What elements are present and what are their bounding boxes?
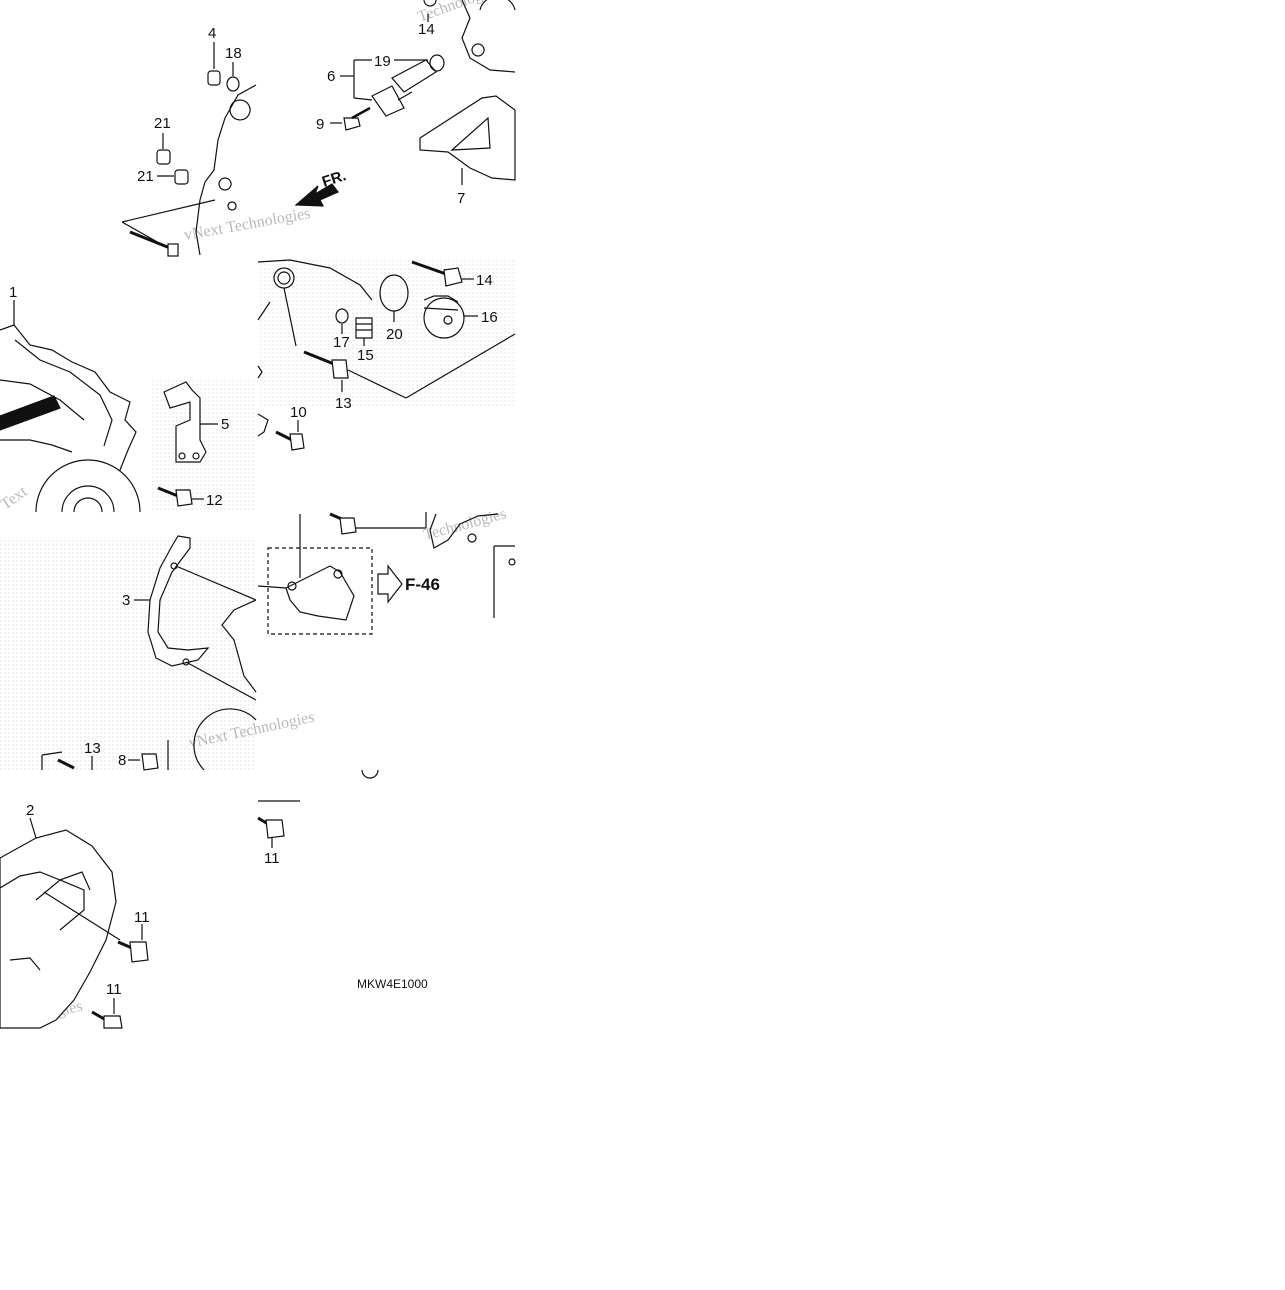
watermark: Text: [0, 483, 31, 513]
part-label-13: 13: [335, 395, 352, 412]
part-label-2: 2: [26, 802, 34, 819]
part-label-1: 1: [9, 284, 17, 301]
part-label-6: 6: [327, 68, 335, 85]
watermark: Technologies: [422, 505, 509, 543]
speed-sensor: [391, 59, 437, 93]
dotted-shading: [260, 258, 515, 408]
tile-top-right: [294, 0, 516, 207]
part-label-17: 17: [333, 334, 350, 351]
o-ring: [226, 76, 240, 92]
part-label-9: 9: [316, 116, 324, 133]
sealing-washer: [335, 308, 349, 324]
part-label-18: 18: [225, 45, 242, 62]
part-label-15: 15: [357, 347, 374, 364]
part-label-11: 11: [106, 981, 122, 998]
bracket: [163, 381, 207, 463]
o-ring: [429, 54, 445, 72]
drain-plug: [355, 317, 373, 339]
detail-box: [267, 547, 373, 635]
part-label-12: 12: [206, 492, 223, 509]
tile-top-left: [121, 42, 257, 257]
part-label-8: 8: [118, 752, 126, 769]
reference-arrow-icon: [377, 564, 403, 604]
front-marker: FR.: [320, 167, 348, 191]
part-label-21: 21: [154, 115, 171, 132]
part-label-16: 16: [481, 309, 498, 326]
part-label-14: 14: [476, 272, 493, 289]
dowel-pin: [156, 149, 171, 165]
part-label-11: 11: [134, 909, 150, 926]
part-label-5: 5: [221, 416, 229, 433]
part-label-4: 4: [208, 25, 216, 42]
dowel-pin: [174, 169, 189, 185]
sensor-cover: [419, 95, 516, 181]
part-label-10: 10: [290, 404, 307, 421]
gasket: [147, 535, 210, 667]
side-cover: [0, 829, 117, 1029]
tile-lower-left: [41, 535, 257, 771]
diagram-code: MKW4E1000: [357, 977, 428, 991]
front-arrow-icon: [294, 183, 339, 207]
part-label-11: 11: [264, 850, 280, 867]
dowel-pin: [207, 70, 221, 86]
part-label-21: 21: [137, 168, 154, 185]
mount-bracket: [285, 565, 355, 621]
tile-bottom: [0, 816, 285, 1029]
tile-lower-right: [257, 512, 516, 802]
part-label-3: 3: [122, 592, 130, 609]
reference-label: F-46: [405, 575, 440, 594]
dotted-shading: [0, 540, 255, 770]
part-label-14: 14: [418, 21, 435, 38]
tile-middle-right: [257, 259, 516, 451]
part-label-7: 7: [457, 190, 465, 207]
part-label-19: 19: [374, 53, 391, 70]
part-label-13: 13: [84, 740, 101, 757]
part-label-20: 20: [386, 326, 403, 343]
tile-middle-left: [0, 300, 218, 513]
watermark: vNext Technologies: [183, 205, 312, 244]
